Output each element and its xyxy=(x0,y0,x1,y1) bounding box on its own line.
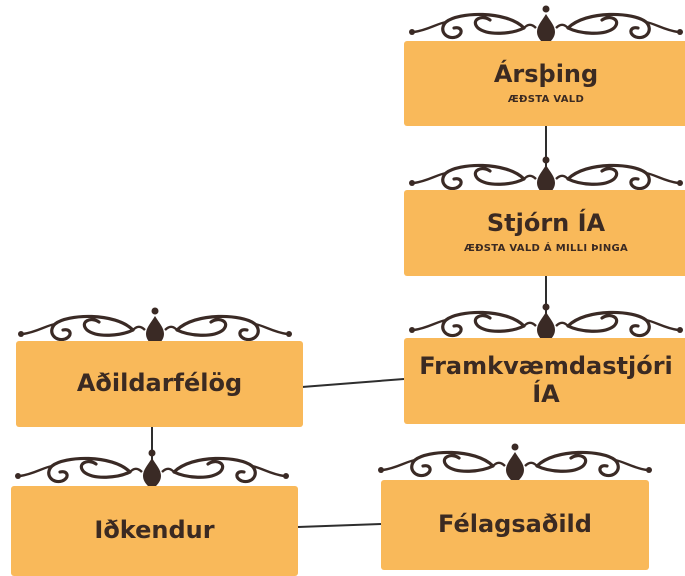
node-arsthing[interactable]: Ársþing ÆÐSTA VALD xyxy=(404,41,685,126)
ornament-scroll xyxy=(407,3,685,48)
node-title: Iðkendur xyxy=(94,516,215,545)
node-idkendur[interactable]: Iðkendur xyxy=(11,486,298,576)
ornament-scroll xyxy=(376,441,654,486)
node-title: Ársþing xyxy=(493,59,599,88)
node-title: Aðildarfélög xyxy=(76,369,243,398)
connector-idkendur-felagsadild xyxy=(297,523,382,528)
ornament-scroll xyxy=(13,447,291,492)
node-subtitle: ÆÐSTA VALD Á MILLI ÞINGA xyxy=(463,243,629,255)
node-title: Framkvæmdastjóri ÍA xyxy=(419,352,673,408)
node-framkvaemdastjori[interactable]: Framkvæmdastjóri ÍA xyxy=(404,338,685,424)
node-title: Stjórn ÍA xyxy=(486,209,606,238)
node-adildarfelog[interactable]: Aðildarfélög xyxy=(16,341,303,427)
node-stjorn[interactable]: Stjórn ÍA ÆÐSTA VALD Á MILLI ÞINGA xyxy=(404,190,685,276)
node-title: Félagsaðild xyxy=(438,510,592,539)
node-subtitle: ÆÐSTA VALD xyxy=(507,93,585,105)
connector-adildarfelog-framkvaemdastjori xyxy=(301,378,405,388)
node-felagsadild[interactable]: Félagsaðild xyxy=(381,480,649,570)
